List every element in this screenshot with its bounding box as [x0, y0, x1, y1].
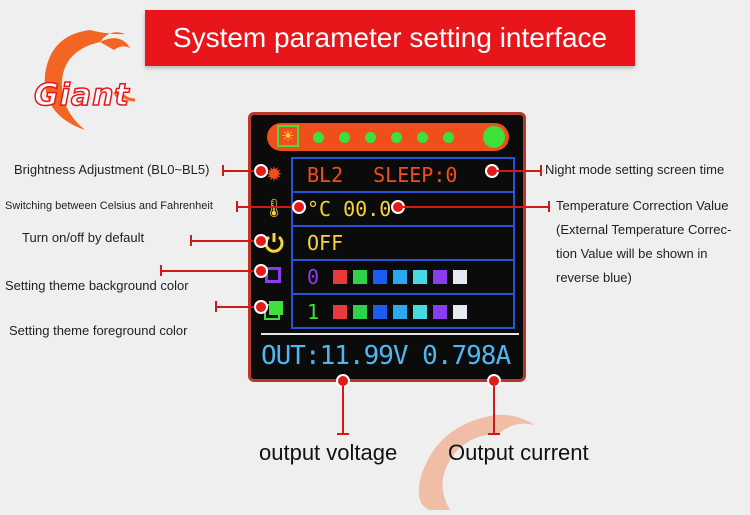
- color-swatch[interactable]: [413, 305, 428, 319]
- marker-dot-icon: [292, 200, 306, 214]
- background-theme-icon: [261, 263, 287, 289]
- color-swatch[interactable]: [413, 270, 428, 284]
- power-default-value: OFF: [307, 231, 344, 255]
- annotation-temp-3: tion Value will be shown in: [556, 246, 708, 261]
- annotation-night: Night mode setting screen time: [545, 162, 725, 177]
- color-swatch[interactable]: [393, 305, 408, 319]
- page-banner: System parameter setting interface: [145, 10, 635, 66]
- status-dot-icon: [443, 132, 454, 143]
- annotation-background: Setting theme background color: [5, 278, 189, 293]
- background-color-row[interactable]: 0: [293, 261, 513, 295]
- sun-icon: ✹: [265, 163, 283, 186]
- color-swatch[interactable]: [333, 305, 348, 319]
- output-readout: OUT:11.99V 0.798A: [261, 341, 511, 371]
- thermometer-icon: 🌡: [262, 197, 286, 218]
- status-dot-icon: [339, 132, 350, 143]
- annotation-temp-4: reverse blue): [556, 270, 632, 285]
- annotation-brightness: Brightness Adjustment (BL0~BL5): [14, 162, 210, 177]
- foreground-color-row[interactable]: 1: [293, 295, 513, 329]
- color-swatch[interactable]: [353, 305, 368, 319]
- annotation-temp-2: (External Temperature Correc-: [556, 222, 732, 237]
- status-dot-icon: [313, 132, 324, 143]
- annotation-temp-1: Temperature Correction Value: [556, 198, 729, 213]
- color-swatch[interactable]: [333, 270, 348, 284]
- status-dot-icon: [417, 132, 428, 143]
- brightness-indicator-icon: ☀: [277, 125, 299, 147]
- foreground-color-index: 1: [307, 300, 320, 324]
- brightness-value: BL2: [307, 163, 344, 187]
- status-dot-icon: [365, 132, 376, 143]
- color-swatch[interactable]: [373, 305, 388, 319]
- color-swatch[interactable]: [393, 270, 408, 284]
- temperature-row[interactable]: °C 00.0: [293, 193, 513, 227]
- screen-divider: [261, 333, 519, 335]
- marker-dot-icon: [254, 264, 268, 278]
- brand-logo: Giant: [30, 20, 160, 140]
- annotation-voltage: output voltage: [259, 440, 398, 465]
- status-large-dot-icon: [483, 126, 505, 148]
- logo-text: Giant: [33, 77, 130, 114]
- annotation-celsius: Switching between Celsius and Fahrenheit: [5, 200, 213, 212]
- marker-dot-icon: [254, 164, 268, 178]
- background-color-index: 0: [307, 265, 320, 289]
- color-swatch[interactable]: [373, 270, 388, 284]
- color-swatch[interactable]: [353, 270, 368, 284]
- color-swatch[interactable]: [433, 270, 448, 284]
- brightness-row[interactable]: BL2 SLEEP:0: [293, 159, 513, 193]
- marker-dot-icon: [254, 300, 268, 314]
- annotation-current: Output current: [448, 440, 589, 465]
- power-default-row[interactable]: OFF: [293, 227, 513, 261]
- annotation-onoff: Turn on/off by default: [22, 230, 145, 245]
- annotation-foreground: Setting theme foreground color: [9, 323, 188, 338]
- marker-dot-icon: [254, 234, 268, 248]
- device-screen: ☀ ✹ 🌡 BL2 SLEEP:0 °C 00.0 OFF 0: [248, 112, 526, 382]
- temperature-value: °C 00.0: [307, 197, 392, 221]
- banner-title: System parameter setting interface: [172, 22, 608, 53]
- watermark-logo: [375, 405, 595, 510]
- status-bar: ☀: [267, 123, 509, 151]
- color-swatch[interactable]: [433, 305, 448, 319]
- color-swatch[interactable]: [453, 305, 468, 319]
- color-swatch[interactable]: [453, 270, 468, 284]
- sleep-value: SLEEP:0: [373, 163, 458, 187]
- settings-grid: BL2 SLEEP:0 °C 00.0 OFF 0 1: [291, 157, 515, 329]
- status-dot-icon: [391, 132, 402, 143]
